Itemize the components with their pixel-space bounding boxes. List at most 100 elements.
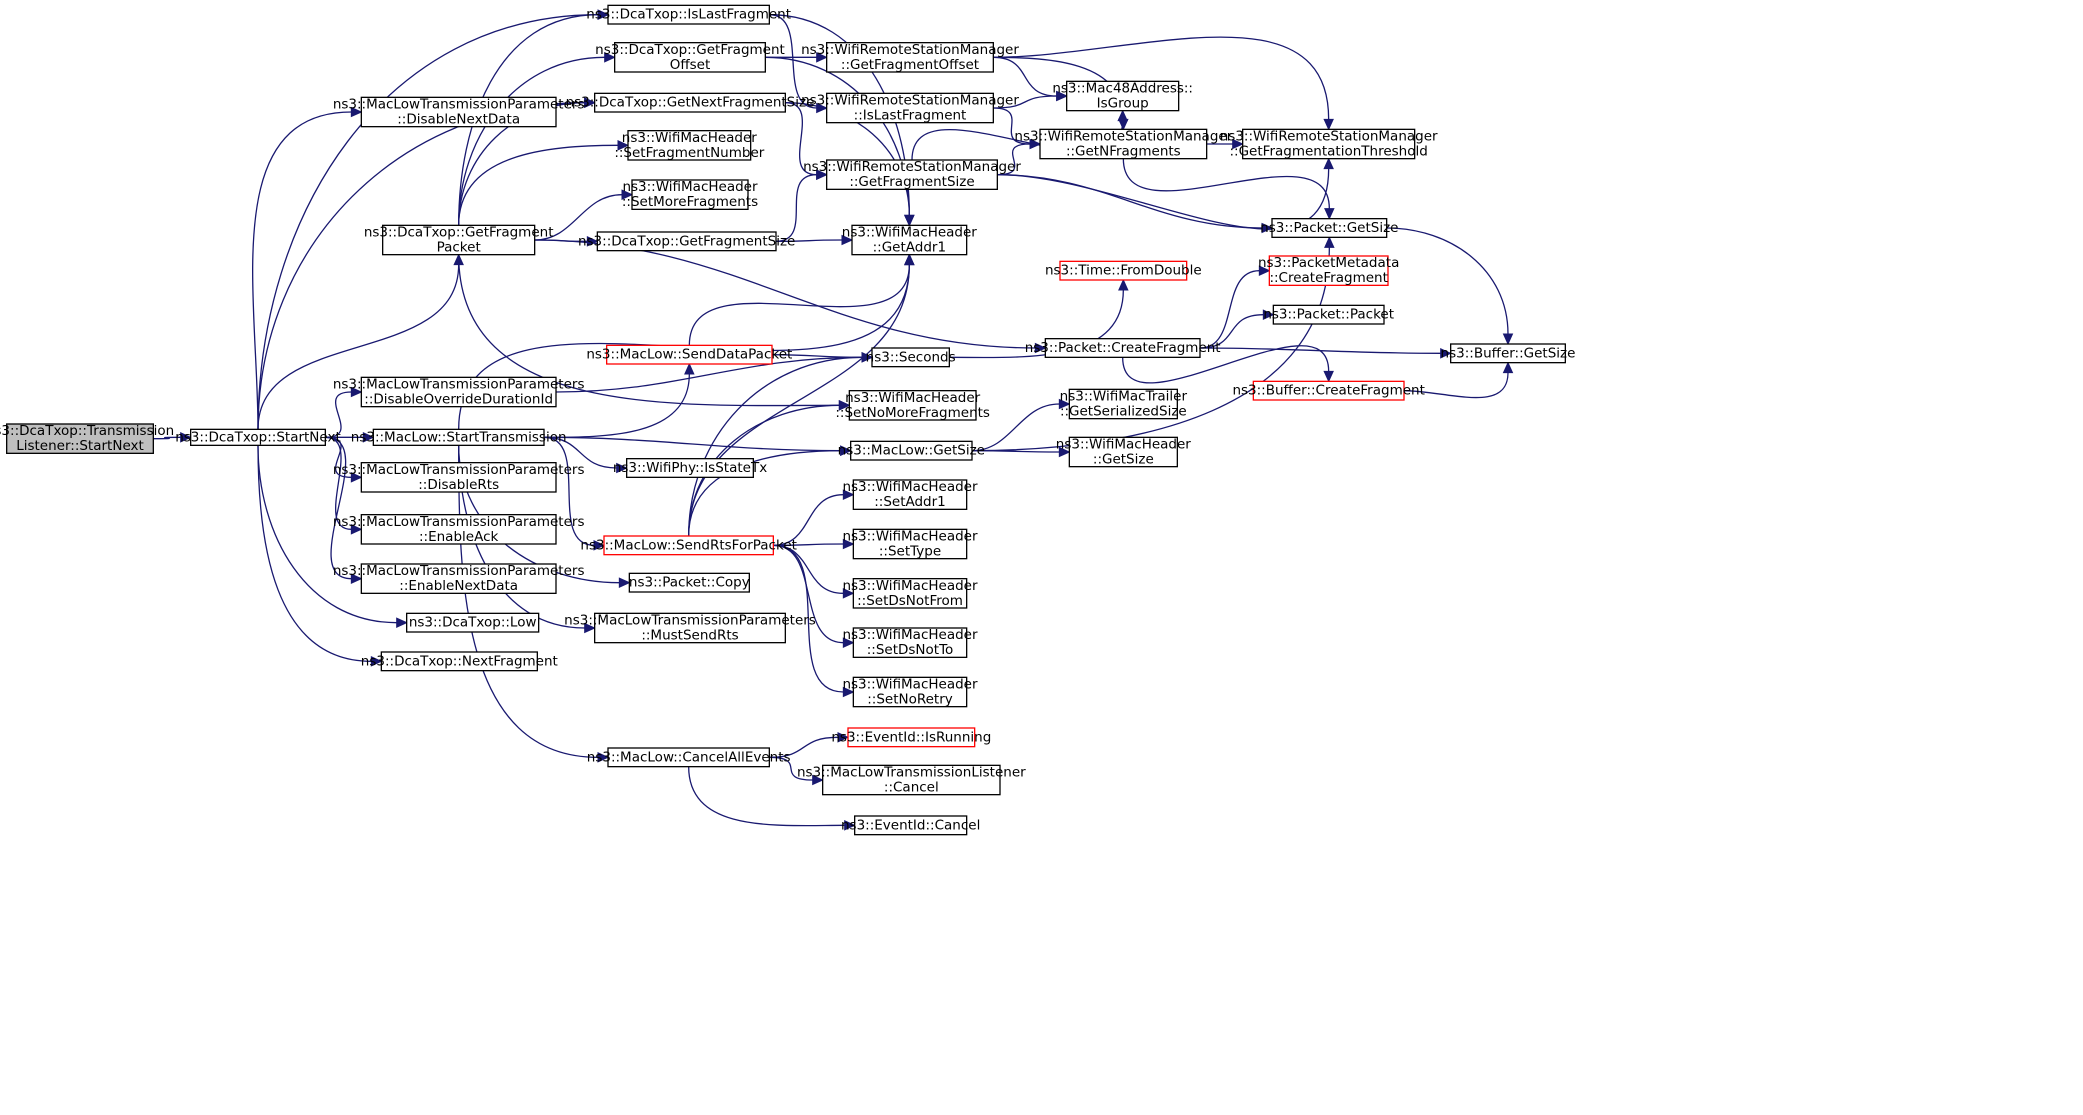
- edge-line: [993, 95, 1057, 109]
- node-getfragmentationthreshold[interactable]: ns3::WifiRemoteStationManager::GetFragme…: [1220, 129, 1438, 160]
- edge-line: [785, 102, 817, 176]
- node-settype[interactable]: ns3::WifiMacHeader::SetType: [842, 529, 978, 560]
- node-label: ::SetDsNotFrom: [857, 593, 963, 609]
- edge-root-to-startnext: [153, 432, 192, 443]
- edge-getnfragments-to-packetgetsize: [1122, 158, 1335, 220]
- node-label: ::SetFragmentNumber: [614, 145, 764, 161]
- node-isrunning[interactable]: ns3::EventId::IsRunning: [831, 727, 991, 748]
- node-box: [382, 224, 536, 256]
- node-wrsm-getfragmentoffset[interactable]: ns3::WifiRemoteStationManager::GetFragme…: [801, 42, 1019, 73]
- node-eventidcancel[interactable]: ns3::EventId::Cancel: [841, 815, 980, 836]
- edge-arrowhead: [1029, 138, 1042, 150]
- node-setmorefragments[interactable]: ns3::WifiMacHeader::SetMoreFragments: [622, 179, 758, 210]
- node-label: ::SetMoreFragments: [622, 194, 758, 210]
- edge-arrowhead: [370, 656, 383, 667]
- edge-arrowhead: [1034, 342, 1047, 354]
- node-pm-createfragment[interactable]: ns3::PacketMetadata::CreateFragment: [1258, 255, 1399, 286]
- edge-wrsm_getfragmentsize-to-getfragmentationthreshold: [997, 157, 1334, 230]
- node-packetcopy[interactable]: ns3::Packet::Copy: [628, 572, 750, 593]
- edge-wrsm_getfragmentsize-to-getnfragments: [997, 138, 1042, 176]
- node-enablenextdata[interactable]: ns3::MacLowTransmissionParameters::Enabl…: [333, 563, 585, 594]
- edge-buffercreatefragment-to-buffergetsize: [1403, 361, 1514, 399]
- edge-line: [773, 494, 844, 546]
- node-getaddr1[interactable]: ns3::WifiMacHeader::GetAddr1: [842, 225, 978, 256]
- edge-arrowhead: [1324, 208, 1335, 220]
- edge-arrowhead: [837, 732, 850, 743]
- node-wrsm-islastfragment[interactable]: ns3::WifiRemoteStationManager::IsLastFra…: [801, 93, 1019, 124]
- edge-startnext-to-low: [257, 445, 408, 628]
- node-label: ::GetFragmentationThreshold: [1230, 144, 1428, 160]
- edge-arrowhead: [350, 524, 363, 535]
- edge-arrowhead: [1323, 118, 1334, 131]
- node-setdsnotto[interactable]: ns3::WifiMacHeader::SetDsNotTo: [842, 627, 978, 658]
- node-wmh-getsize[interactable]: ns3::WifiMacHeader::GetSize: [1056, 437, 1192, 468]
- node-getfragmentsize[interactable]: ns3::DcaTxop::GetFragmentSize: [578, 231, 795, 252]
- node-islastfragment[interactable]: ns3::DcaTxop::IsLastFragment: [586, 4, 791, 25]
- node-box: [1252, 380, 1405, 401]
- node-enableack[interactable]: ns3::MacLowTransmissionParameters::Enabl…: [333, 514, 585, 545]
- node-isgroup[interactable]: ns3::Mac48Address::IsGroup: [1052, 81, 1193, 112]
- node-timefromdouble[interactable]: ns3::Time::FromDouble: [1045, 260, 1202, 281]
- edge-line: [993, 107, 1031, 145]
- node-box: [1039, 128, 1208, 160]
- edge-line: [458, 56, 605, 226]
- edge-arrowhead: [816, 169, 828, 180]
- node-maclowgetsize[interactable]: ns3::MacLow::GetSize: [838, 440, 985, 461]
- node-disablerts[interactable]: ns3::MacLowTransmissionParameters::Disab…: [333, 462, 585, 493]
- node-setaddr1[interactable]: ns3::WifiMacHeader::SetAddr1: [842, 479, 978, 510]
- node-box: [6, 423, 154, 454]
- node-box: [847, 727, 976, 748]
- node-setfragmentnumber[interactable]: ns3::WifiMacHeader::SetFragmentNumber: [614, 130, 764, 161]
- node-box: [1068, 436, 1178, 468]
- node-label: ns3::WifiRemoteStationManager: [803, 159, 1021, 175]
- node-mltl-cancel[interactable]: ns3::MacLowTransmissionListener::Cancel: [797, 765, 1026, 796]
- node-startnext[interactable]: ns3::DcaTxop::StartNext: [175, 428, 341, 446]
- node-low[interactable]: ns3::DcaTxop::Low: [406, 612, 540, 633]
- node-packetgetsize[interactable]: ns3::Packet::GetSize: [1260, 218, 1398, 238]
- node-buffercreatefragment[interactable]: ns3::Buffer::CreateFragment: [1232, 380, 1425, 401]
- edge-createfragment-to-buffercreatefragment: [1122, 345, 1334, 384]
- edge-getfragmentpacket-to-createfragment: [534, 239, 1047, 354]
- node-setdsnotfrom[interactable]: ns3::WifiMacHeader::SetDsNotFrom: [842, 578, 978, 609]
- node-disableoverrideduration[interactable]: ns3::MacLowTransmissionParameters::Disab…: [333, 377, 585, 408]
- node-createfragment[interactable]: ns3::Packet::CreateFragment: [1025, 338, 1221, 358]
- edge-arrowhead: [584, 622, 596, 634]
- node-getfragmentoffset[interactable]: ns3::DcaTxop::GetFragmentOffset: [595, 42, 785, 73]
- node-packetpacket[interactable]: ns3::Packet::Packet: [1263, 304, 1394, 325]
- node-getserializedsize[interactable]: ns3::WifiMacTrailer::GetSerializedSize: [1060, 389, 1188, 420]
- node-senddatapacket[interactable]: ns3::MacLow::SendDataPacket: [586, 344, 792, 365]
- node-root[interactable]: ns3::DcaTxop::TransmissionListener::Star…: [0, 423, 174, 454]
- node-label: ns3::MacLow::SendDataPacket: [586, 347, 792, 363]
- node-disablenextdata[interactable]: ns3::MacLowTransmissionParameters::Disab…: [333, 97, 585, 128]
- edge-wrsm_getfragmentsize-to-packetgetsize: [997, 174, 1274, 234]
- node-label: ns3::DcaTxop::GetFragmentSize: [578, 233, 795, 249]
- edge-arrowhead: [350, 106, 363, 118]
- node-wrsm-getfragmentsize[interactable]: ns3::WifiRemoteStationManager::GetFragme…: [803, 159, 1021, 190]
- edge-arrowhead: [684, 362, 695, 375]
- node-getnfragments[interactable]: ns3::WifiRemoteStationManager::GetNFragm…: [1014, 129, 1232, 160]
- edge-getfragmentpacket-to-islastfragment: [458, 9, 610, 226]
- node-setnomorefragments[interactable]: ns3::WifiMacHeader::SetNoMoreFragments: [835, 390, 990, 421]
- edge-line: [688, 264, 910, 537]
- edge-arrowhead: [1502, 333, 1514, 346]
- node-sendrtsforpacket[interactable]: ns3::MacLow::SendRtsForPacket: [580, 535, 797, 556]
- node-box: [360, 514, 557, 545]
- node-seconds[interactable]: ns3::Seconds: [866, 347, 956, 368]
- node-label: ns3::MacLowTransmissionListener: [797, 765, 1026, 781]
- node-box: [848, 390, 977, 421]
- node-box: [850, 440, 973, 461]
- edge-startnext-to-starttransmission: [325, 432, 375, 443]
- edge-line: [997, 168, 1330, 230]
- node-starttransmission[interactable]: ns3::MacLow::StartTransmission: [351, 428, 567, 446]
- node-setnoretry[interactable]: ns3::WifiMacHeader::SetNoRetry: [842, 677, 978, 708]
- node-getnextfragmentsize[interactable]: ns3::DcaTxop::GetNextFragmentSize: [566, 92, 815, 113]
- edge-arrowhead: [840, 445, 852, 456]
- node-nextfragment[interactable]: ns3::DcaTxop::NextFragment: [361, 651, 558, 672]
- node-cancelallevents[interactable]: ns3::MacLow::CancelAllEvents: [587, 747, 791, 768]
- edge-arrowhead: [842, 538, 855, 550]
- node-buffergetsize[interactable]: ns3::Buffer::GetSize: [1441, 343, 1576, 364]
- node-box: [626, 458, 754, 478]
- node-mustsendrts[interactable]: ns3::MacLowTransmissionParameters::MustS…: [564, 613, 816, 644]
- node-isstatetx[interactable]: ns3::WifiPhy::IsStateTx: [613, 458, 767, 478]
